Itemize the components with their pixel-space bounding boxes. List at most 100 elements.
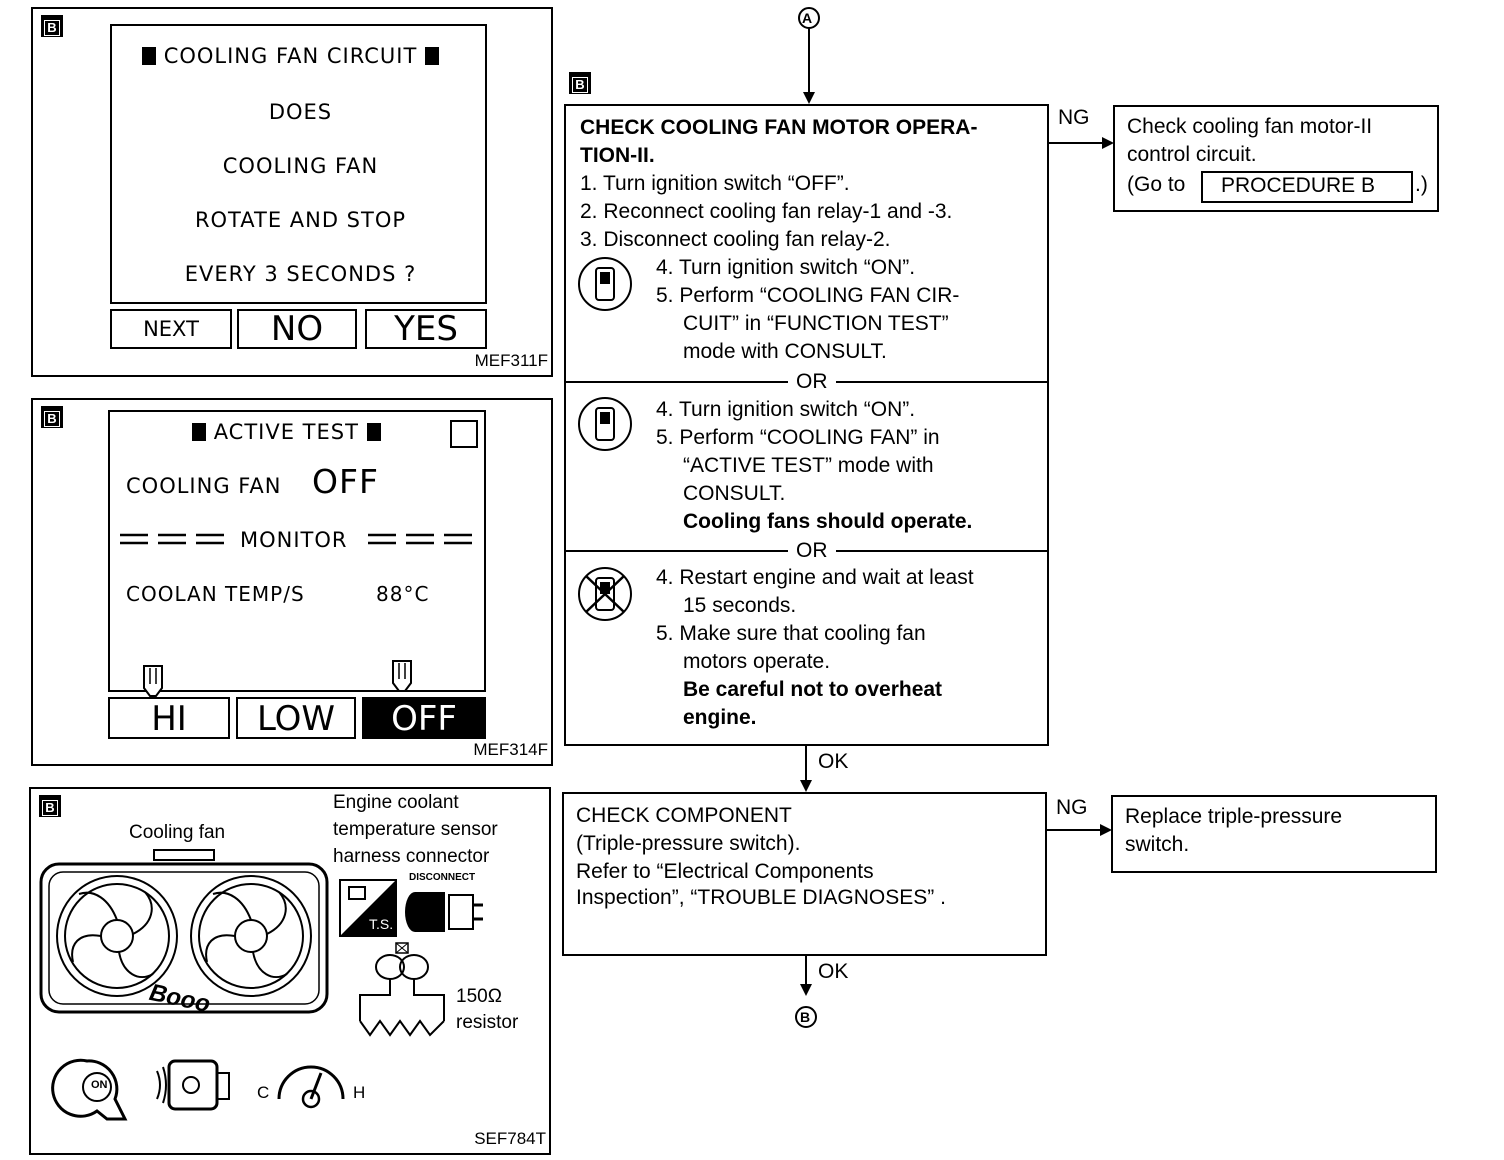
ignition-on-label: ON — [91, 1079, 108, 1091]
engine-running-icon — [156, 1059, 230, 1111]
result-replace-switch-box: Replace triple-pressure switch. — [1111, 795, 1437, 873]
option-a-step-5a: 5. Perform “COOLING FAN CIR- — [656, 284, 960, 307]
coolant-temp-label: COOLAN TEMP/S — [126, 582, 305, 606]
low-button[interactable]: LOW — [236, 697, 356, 739]
cooling-fan-illustration — [39, 849, 329, 1014]
check1-step-2: 2. Reconnect cooling fan relay-1 and -3. — [580, 200, 953, 223]
result1-close: .) — [1415, 173, 1428, 196]
check1-title-1: CHECK COOLING FAN MOTOR OPERA- — [580, 116, 978, 139]
check1-step-1: 1. Turn ignition switch “OFF”. — [580, 172, 850, 195]
ok-label-1: OK — [818, 750, 849, 773]
next-button[interactable]: NEXT — [110, 309, 232, 349]
cooling-fan-label: COOLING FAN — [126, 474, 282, 498]
check2-line-2: (Triple-pressure switch). — [576, 832, 801, 855]
check1-title-2: TION-II. — [580, 144, 655, 167]
option-c-step-4b: 15 seconds. — [683, 594, 797, 617]
cooling-fan-illustration-panel: B Cooling fan Engine coolant temperature… — [29, 787, 551, 1155]
hi-button[interactable]: HI — [108, 697, 230, 739]
monitor-label: MONITOR — [240, 528, 348, 552]
check2-line-3: Refer to “Electrical Components — [576, 860, 874, 883]
finger-pointer-icon — [392, 660, 412, 692]
ts-label: T.S. — [369, 916, 394, 932]
connector-b-label: B — [800, 1009, 811, 1025]
checkbox-icon[interactable] — [450, 420, 478, 448]
option-a-step-5b: CUIT” in “FUNCTION TEST” — [683, 312, 949, 335]
figure-code: SEF784T — [474, 1129, 546, 1148]
procedure-b-label: PROCEDURE B — [1221, 174, 1376, 197]
off-button[interactable]: OFF — [362, 697, 486, 739]
connector-a-label: A — [802, 10, 813, 26]
result2-line-1: Replace triple-pressure — [1125, 805, 1343, 828]
result2-line-2: switch. — [1125, 833, 1190, 856]
cooling-fan-value: OFF — [312, 462, 379, 501]
ng-label-1: NG — [1058, 106, 1090, 129]
option-a-step-5c: mode with CONSULT. — [683, 340, 887, 363]
gauge-h-label: H — [353, 1083, 366, 1102]
cooling-fan-circuit-panel: B COOLING FAN CIRCUIT DOES COOLING FAN R… — [31, 7, 553, 377]
screen-line-2: COOLING FAN — [222, 154, 379, 178]
consult-tester-icon — [578, 257, 632, 311]
monitor-separator-left — [120, 533, 224, 545]
check1-step-3: 3. Disconnect cooling fan relay-2. — [580, 228, 891, 251]
ng-label-2: NG — [1056, 796, 1088, 819]
ts-check-icon — [339, 879, 397, 937]
or-label-2: OR — [788, 537, 836, 565]
monitor-separator-right — [368, 533, 472, 545]
option-c-step-5b: motors operate. — [683, 650, 831, 673]
consult-tester-icon — [578, 397, 632, 451]
option-c-step-4a: 4. Restart engine and wait at least — [656, 566, 974, 589]
cooling-fan-label: Cooling fan — [129, 822, 226, 843]
sensor-label-2: temperature sensor — [333, 819, 498, 840]
consult-screen: COOLING FAN CIRCUIT DOES COOLING FAN ROT… — [110, 24, 487, 304]
check2-line-4: Inspection”, “TROUBLE DIAGNOSES” . — [576, 886, 946, 909]
result1-go-to: (Go to — [1127, 173, 1186, 196]
no-button[interactable]: NO — [237, 309, 357, 349]
screen-title: COOLING FAN CIRCUIT — [142, 44, 440, 68]
option-b-step-5b: “ACTIVE TEST” mode with — [683, 454, 934, 477]
option-b-step-4: 4. Turn ignition switch “ON”. — [656, 398, 916, 421]
active-test-panel: B ACTIVE TEST COOLING FAN OFF MONITOR CO… — [31, 398, 553, 766]
option-a-step-4: 4. Turn ignition switch “ON”. — [656, 256, 916, 279]
screen-line-1: DOES — [268, 100, 333, 124]
result1-line-2: control circuit. — [1127, 143, 1257, 166]
check2-line-1: CHECK COMPONENT — [576, 804, 792, 827]
check-fan-motor-operation-box: CHECK COOLING FAN MOTOR OPERA- TION-II. … — [564, 104, 1049, 746]
finger-pointer-icon — [143, 665, 163, 697]
sensor-label-3: harness connector — [333, 846, 490, 867]
ignition-switch-icon — [51, 1058, 128, 1121]
consult-screen: ACTIVE TEST COOLING FAN OFF MONITOR COOL… — [108, 410, 486, 692]
option-c-step-5a: 5. Make sure that cooling fan — [656, 622, 926, 645]
option-c-note-2: engine. — [683, 706, 757, 729]
ok-label-2: OK — [818, 960, 849, 983]
or-label-1: OR — [788, 368, 836, 396]
coolant-temp-value: 88°C — [376, 582, 430, 606]
option-b-note: Cooling fans should operate. — [683, 510, 973, 533]
check-component-box: CHECK COMPONENT (Triple-pressure switch)… — [562, 792, 1047, 956]
screen-title: ACTIVE TEST — [192, 420, 381, 444]
resistor-connector-icon — [359, 942, 445, 1037]
sensor-label-1: Engine coolant — [333, 792, 459, 813]
temperature-gauge-icon — [277, 1065, 345, 1109]
procedure-b-link[interactable]: PROCEDURE B — [1201, 171, 1413, 203]
gauge-c-label: C — [257, 1083, 270, 1102]
step-b-badge: B — [41, 15, 63, 37]
step-b-badge: B — [569, 72, 591, 94]
figure-code: MEF314F — [473, 740, 548, 759]
option-b-step-5c: CONSULT. — [683, 482, 786, 505]
figure-code: MEF311F — [474, 351, 548, 370]
result1-line-1: Check cooling fan motor-II — [1127, 115, 1373, 138]
result-check-control-circuit-box: Check cooling fan motor-II control circu… — [1113, 105, 1439, 212]
option-c-note-1: Be careful not to overheat — [683, 678, 943, 701]
screen-line-3: ROTATE AND STOP — [194, 208, 407, 232]
step-b-badge: B — [39, 795, 61, 817]
option-b-step-5a: 5. Perform “COOLING FAN” in — [656, 426, 940, 449]
no-tester-icon — [578, 567, 632, 621]
disconnect-connector-icon — [405, 892, 483, 932]
resistor-value: 150Ω — [456, 986, 502, 1007]
screen-line-4: EVERY 3 SECONDS ? — [184, 262, 417, 286]
yes-button[interactable]: YES — [365, 309, 487, 349]
step-b-badge: B — [41, 406, 63, 428]
resistor-label: resistor — [456, 1012, 519, 1033]
disconnect-label: DISCONNECT — [409, 872, 476, 883]
